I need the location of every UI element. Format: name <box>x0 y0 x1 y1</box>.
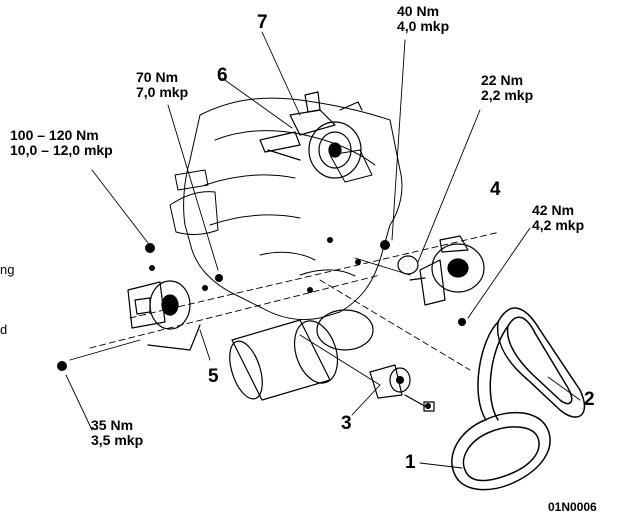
torque-label-40nm: 40 Nm 4,0 mkp <box>397 3 450 34</box>
torque-label-22nm: 22 Nm 2,2 mkp <box>481 72 534 103</box>
compressor <box>127 280 201 351</box>
leader-lines <box>65 31 581 469</box>
torque-label-100-120nm: 100 – 120 Nm 10,0 – 12,0 mkp <box>10 127 113 158</box>
callout-3: 3 <box>341 413 352 434</box>
callout-5: 5 <box>208 366 219 387</box>
torque-label-70nm: 70 Nm 7,0 mkp <box>136 69 189 100</box>
lower-cylinder <box>229 309 374 401</box>
engine-block <box>169 97 403 321</box>
callout-2: 2 <box>584 389 595 410</box>
belt-1 <box>451 411 551 491</box>
callout-6: 6 <box>217 65 228 86</box>
idler-bracket <box>369 364 435 412</box>
edge-text-fragment: d <box>0 322 8 337</box>
figure-code: 01N0006 <box>548 500 597 514</box>
edge-text-fragment: ng <box>0 262 15 277</box>
callout-7: 7 <box>257 12 268 33</box>
callout-1: 1 <box>405 452 416 473</box>
bolts <box>57 237 466 409</box>
callout-4: 4 <box>490 179 501 200</box>
torque-label-35nm: 35 Nm 3,5 mkp <box>91 417 144 448</box>
steering-pump <box>259 91 363 179</box>
belt-2 <box>477 307 586 421</box>
torque-label-42nm: 42 Nm 4,2 mkp <box>532 202 585 233</box>
alternator <box>397 235 485 306</box>
